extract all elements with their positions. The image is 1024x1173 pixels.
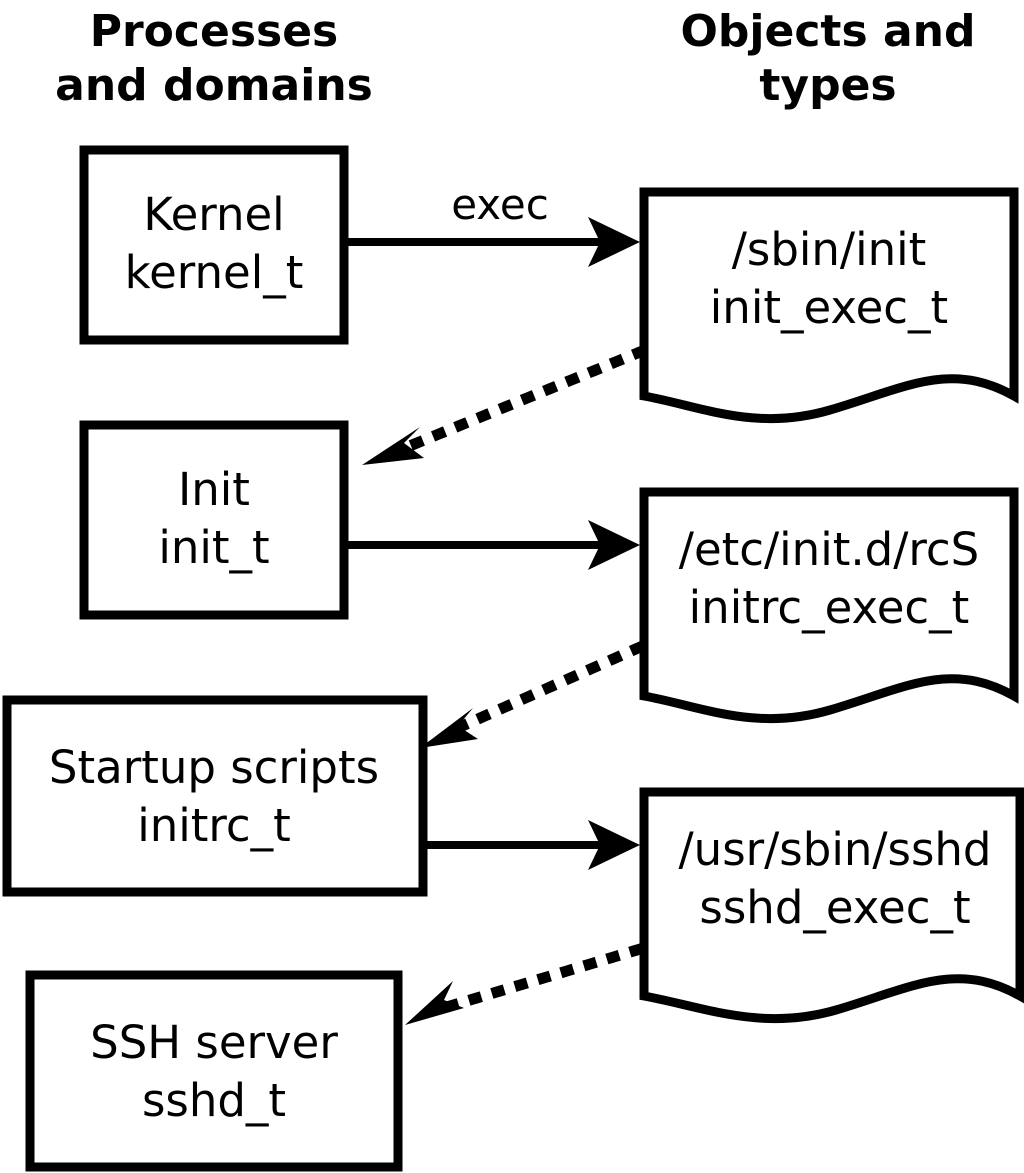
- process-node-initrc-box[interactable]: [2, 695, 428, 897]
- process-node-kernel[interactable]: Kernel kernel_t: [79, 145, 349, 345]
- edge-sshd_exec-transition-sshd-arrowhead: [405, 981, 464, 1025]
- edge-label-exec: exec: [451, 180, 549, 229]
- column-header-objects-line1: Objects and: [681, 6, 976, 57]
- edge-initrc_exec-transition-initrc: [420, 640, 646, 748]
- column-header-objects: Objects and types: [681, 6, 976, 111]
- object-node-init_exec-shape[interactable]: [639, 187, 1019, 424]
- process-node-init-line2: init_t: [158, 521, 269, 574]
- object-node-init_exec-line1: /sbin/init: [732, 223, 927, 276]
- process-node-initrc-line1: Startup scripts: [49, 741, 379, 794]
- edge-kernel-exec-init_exec-arrowhead: [588, 217, 640, 267]
- edge-kernel-exec-init_exec: exec: [348, 180, 640, 267]
- process-node-kernel-line2: kernel_t: [125, 246, 304, 299]
- process-node-sshd[interactable]: SSH server sshd_t: [25, 970, 403, 1172]
- edge-init_exec-transition-init: [362, 344, 648, 465]
- edge-init_exec-transition-init-arrowhead: [362, 427, 424, 465]
- column-header-processes-line2: and domains: [55, 60, 373, 111]
- object-node-sshd_exec[interactable]: /usr/sbin/sshd sshd_exec_t: [639, 787, 1024, 1024]
- edge-initrc-exec-sshd_exec: [427, 820, 640, 870]
- column-header-processes-line1: Processes: [90, 6, 339, 57]
- edge-sshd_exec-transition-sshd-line: [443, 943, 644, 1013]
- process-node-kernel-line1: Kernel: [143, 188, 284, 241]
- object-node-init_exec-line2: init_exec_t: [710, 281, 948, 334]
- edge-init_exec-transition-init-line: [404, 344, 648, 453]
- edge-init-exec-initrc_exec-arrowhead: [588, 520, 640, 570]
- process-node-sshd-box[interactable]: [25, 970, 403, 1172]
- edge-initrc-exec-sshd_exec-arrowhead: [588, 820, 640, 870]
- process-node-sshd-line1: SSH server: [90, 1016, 338, 1069]
- object-node-initrc_exec[interactable]: /etc/init.d/rcS initrc_exec_t: [639, 487, 1019, 724]
- process-node-initrc-line2: initrc_t: [137, 799, 291, 852]
- edge-initrc_exec-transition-initrc-line: [452, 640, 646, 735]
- process-node-kernel-box[interactable]: [79, 145, 349, 345]
- object-node-sshd_exec-line2: sshd_exec_t: [699, 881, 970, 934]
- process-node-init-line1: Init: [178, 463, 250, 516]
- object-node-initrc_exec-line1: /etc/init.d/rcS: [679, 523, 979, 576]
- object-node-init_exec[interactable]: /sbin/init init_exec_t: [639, 187, 1019, 424]
- edge-initrc_exec-transition-initrc-arrowhead: [420, 708, 478, 748]
- object-node-initrc_exec-shape[interactable]: [639, 487, 1019, 724]
- object-node-initrc_exec-line2: initrc_exec_t: [689, 581, 970, 634]
- process-node-init[interactable]: Init init_t: [79, 420, 349, 620]
- process-node-sshd-line2: sshd_t: [142, 1074, 286, 1127]
- column-header-processes: Processes and domains: [55, 6, 373, 111]
- object-node-sshd_exec-line1: /usr/sbin/sshd: [679, 823, 992, 876]
- column-header-objects-line2: types: [759, 60, 896, 111]
- process-node-initrc[interactable]: Startup scripts initrc_t: [2, 695, 428, 897]
- edge-sshd_exec-transition-sshd: [405, 943, 644, 1025]
- edge-init-exec-initrc_exec: [348, 520, 640, 570]
- process-node-init-box[interactable]: [79, 420, 349, 620]
- object-node-sshd_exec-shape[interactable]: [639, 787, 1024, 1024]
